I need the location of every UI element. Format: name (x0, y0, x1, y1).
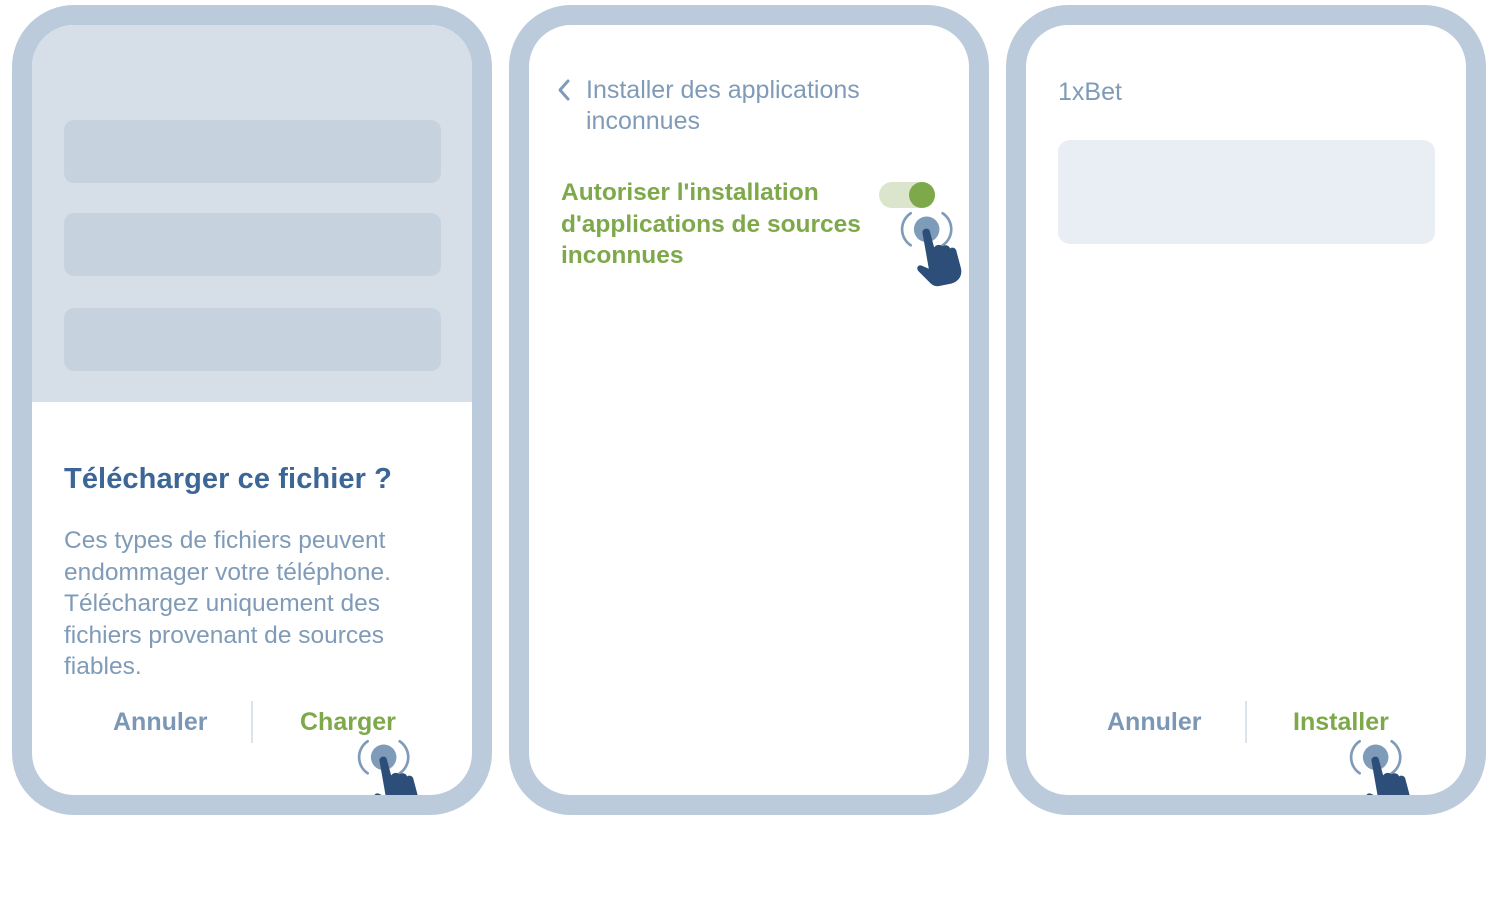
dialog-message-line: Téléchargez uniquement des (64, 590, 380, 617)
dialog-message-line: Ces types de fichiers peuvent (64, 527, 386, 554)
button-divider (251, 701, 253, 743)
allow-unknown-sources-toggle[interactable] (879, 182, 935, 208)
placeholder-bar (64, 213, 441, 276)
dialog-message: Ces types de fichiers peuvent endommager… (64, 525, 434, 683)
phone-step-download-dialog: Télécharger ce fichier ? Ces types de fi… (12, 5, 492, 815)
setting-label-line: Autoriser l'installation (561, 179, 819, 206)
install-button[interactable]: Installer (1293, 708, 1389, 736)
phone-step-install-app: 1xBet Annuler Installer (1006, 5, 1486, 815)
app-name: 1xBet (1058, 78, 1122, 106)
screen-title-line: inconnues (586, 107, 700, 135)
placeholder-bar (64, 120, 441, 183)
screen-title: Installer des applications inconnues (586, 75, 860, 137)
dialog-message-line: endommager votre téléphone. (64, 558, 391, 586)
tap-hand-icon (900, 211, 963, 288)
phone-step-allow-unknown-sources: Installer des applications inconnues Aut… (509, 5, 989, 815)
screen-title-line: Installer des applications (586, 76, 860, 104)
app-info-card (1058, 140, 1435, 244)
dialog-message-line: fichiers provenant de sources (64, 621, 385, 649)
dialog-title: Télécharger ce fichier ? (64, 463, 392, 495)
cancel-button[interactable]: Annuler (113, 708, 208, 736)
cancel-button[interactable]: Annuler (1107, 708, 1202, 736)
allow-unknown-sources-label: Autoriser l'installation d'applications … (561, 177, 871, 272)
chevron-left-icon[interactable] (557, 77, 571, 103)
setting-label-line: inconnues (561, 242, 684, 269)
setting-label-line: d'applications de sources (561, 210, 861, 238)
button-divider (1245, 701, 1247, 743)
toggle-thumb (909, 182, 935, 208)
dialog-message-line: fiables. (64, 653, 142, 680)
download-confirm-button[interactable]: Charger (300, 708, 396, 736)
tap-hand-icon (1349, 739, 1412, 795)
placeholder-bar (64, 308, 441, 371)
dimmed-background (32, 25, 472, 402)
tap-hand-icon (357, 739, 420, 795)
